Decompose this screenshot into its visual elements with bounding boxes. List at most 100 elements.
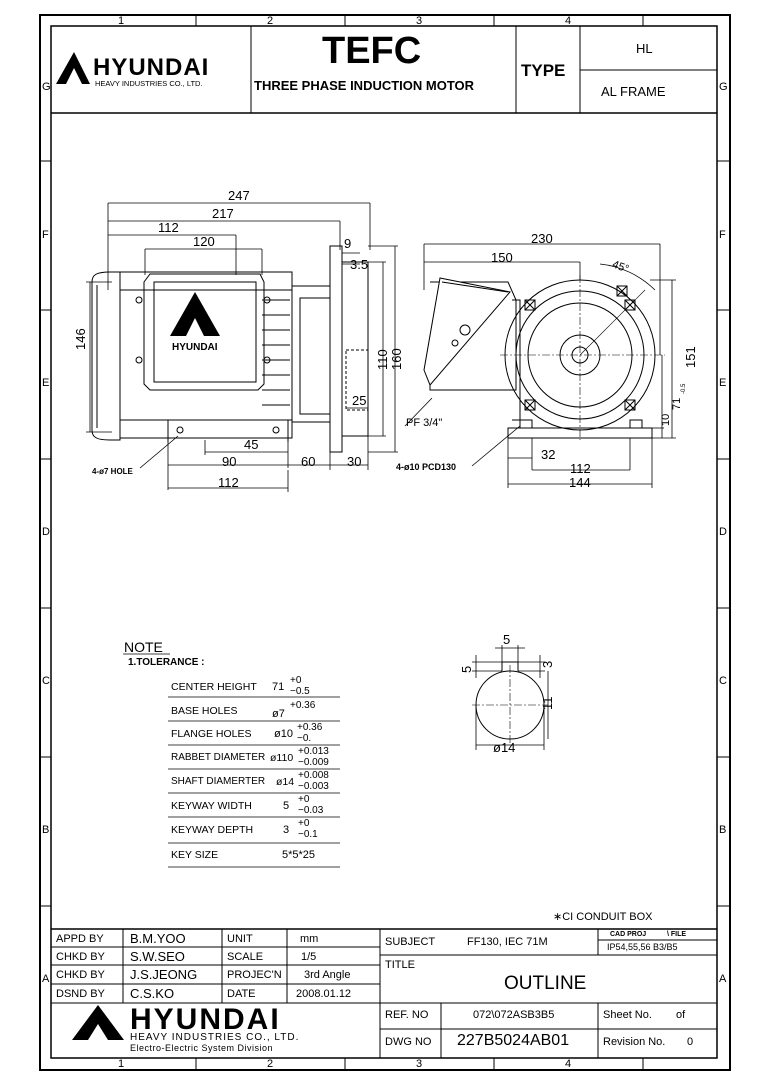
shaft-dim-3: 3 — [540, 660, 555, 668]
tol-upper: +0.36 — [297, 722, 323, 733]
projection-value: 3rd Angle — [304, 969, 351, 981]
date-label: DATE — [227, 988, 256, 1000]
note-title: NOTE — [124, 639, 163, 655]
frame-value: AL FRAME — [601, 84, 666, 99]
zone-label-left-c: C — [42, 675, 50, 687]
sheet-no-label: Sheet No. — [603, 1009, 652, 1021]
revision-value: 0 — [687, 1036, 694, 1048]
chkd-label-1: CHKD BY — [56, 951, 105, 963]
dim-160: 160 — [389, 348, 404, 370]
tol-lower: −0.5 — [290, 686, 310, 697]
tol-upper: +0 — [298, 794, 310, 805]
tol-lower: −0.003 — [298, 781, 329, 792]
zone-label-top-2: 2 — [267, 15, 274, 27]
footer-company: HEAVY INDUSTRIES CO., LTD. — [130, 1032, 300, 1043]
appd-label: APPD BY — [56, 933, 104, 945]
dim-32: 32 — [541, 447, 556, 462]
dwg-no-value: 227B5024AB01 — [457, 1032, 570, 1049]
dsnd-label: DSND BY — [56, 988, 105, 1000]
ci-conduit-note: ∗CI CONDUIT BOX — [553, 911, 653, 923]
tol-label: FLANGE HOLES — [171, 728, 252, 740]
title-value: OUTLINE — [504, 973, 587, 994]
zone-label-left-g: G — [42, 81, 51, 93]
ref-no-label: REF. NO — [385, 1009, 429, 1021]
zone-label-right-f: F — [719, 229, 726, 241]
shaft-dim-5-side: 5 — [459, 665, 474, 673]
inner-frame — [50, 25, 718, 1059]
tol-value: 5 — [283, 800, 290, 812]
sheet-of-label: of — [676, 1009, 686, 1021]
zone-label-bottom-3: 3 — [416, 1058, 423, 1070]
zone-label-left-b: B — [42, 824, 50, 836]
tol-label: SHAFT DIAMERTER — [171, 776, 266, 787]
title-block-grid — [51, 928, 717, 1058]
dim-90: 90 — [222, 454, 237, 469]
zone-label-left-d: D — [42, 526, 50, 538]
title-label: TITLE — [385, 959, 415, 971]
zone-label-left-a: A — [42, 973, 50, 985]
cad-proj-label: CAD PROJ — [610, 931, 647, 938]
zone-label-right-a: A — [719, 973, 727, 985]
tol-lower: −0.1 — [298, 829, 318, 840]
subject-label: SUBJECT — [385, 936, 436, 948]
tol-value: ø110 — [270, 752, 294, 764]
shaft-dim-14: ø14 — [493, 740, 516, 755]
dim-10: 10 — [660, 413, 672, 426]
chkd-value-2: J.S.JEONG — [130, 967, 198, 982]
header-logo-mark — [56, 52, 90, 84]
dim-60: 60 — [301, 454, 316, 469]
tol-label: BASE HOLES — [171, 705, 238, 717]
chkd-label-2: CHKD BY — [56, 969, 105, 981]
outer-frame — [39, 14, 731, 1071]
header-brand: HYUNDAI — [93, 54, 210, 81]
tol-label: KEYWAY WIDTH — [171, 800, 252, 812]
zone-ticks — [40, 15, 730, 1070]
revision-label: Revision No. — [603, 1036, 666, 1048]
zone-label-top-1: 1 — [118, 15, 125, 27]
ip-value: IP54,55,56 B3/B5 — [607, 942, 678, 952]
dim-112-side: 112 — [570, 461, 591, 476]
date-value: 2008.01.12 — [296, 988, 352, 1000]
tol-upper: +0.36 — [290, 700, 316, 711]
type-label: TYPE — [521, 61, 566, 80]
dim-30: 30 — [347, 454, 362, 469]
appd-value: B.M.YOO — [130, 931, 186, 946]
header-grid — [51, 26, 717, 114]
zone-label-top-3: 3 — [416, 15, 423, 27]
scale-label: SCALE — [227, 951, 264, 963]
dim-144: 144 — [569, 475, 591, 490]
tol-value: 3 — [283, 824, 290, 836]
dim-71: 71 — [671, 397, 683, 410]
shaft-detail — [472, 645, 549, 750]
dwg-no-label: DWG NO — [385, 1036, 432, 1048]
dim-110: 110 — [375, 349, 390, 370]
front-dimensions — [86, 202, 398, 492]
footer-brand: HYUNDAI — [130, 1003, 281, 1036]
scale-value: 1/5 — [301, 951, 317, 963]
zone-label-top-4: 4 — [565, 15, 572, 27]
dim-3-5: 3.5 — [350, 257, 369, 272]
file-label: \ FILE — [667, 931, 687, 938]
tol-label: CENTER HEIGHT — [171, 681, 257, 693]
tol-value: 5*5*25 — [282, 849, 316, 861]
dim-45: 45 — [244, 437, 259, 452]
dim-247: 247 — [228, 188, 250, 203]
dim-120: 120 — [193, 234, 215, 249]
flange-hole-note: 4-ø10 PCD130 — [396, 462, 457, 472]
dim-230: 230 — [531, 231, 553, 246]
header-subtitle: THREE PHASE INDUCTION MOTOR — [254, 78, 475, 93]
zone-label-bottom-2: 2 — [267, 1058, 274, 1070]
flange-view — [329, 245, 369, 453]
zone-label-left-f: F — [42, 229, 49, 241]
zone-label-right-b: B — [719, 824, 727, 836]
unit-value: mm — [300, 933, 319, 945]
conduit-note: PF 3/4" — [406, 417, 443, 429]
zone-label-right-d: D — [719, 526, 727, 538]
tol-value: ø10 — [274, 728, 293, 740]
front-view — [91, 271, 331, 442]
tol-label: KEYWAY DEPTH — [171, 824, 254, 836]
header-company: HEAVY INDUSTRIES CO., LTD. — [95, 79, 203, 88]
zone-label-right-e: E — [719, 377, 727, 389]
zone-label-left-e: E — [42, 377, 50, 389]
